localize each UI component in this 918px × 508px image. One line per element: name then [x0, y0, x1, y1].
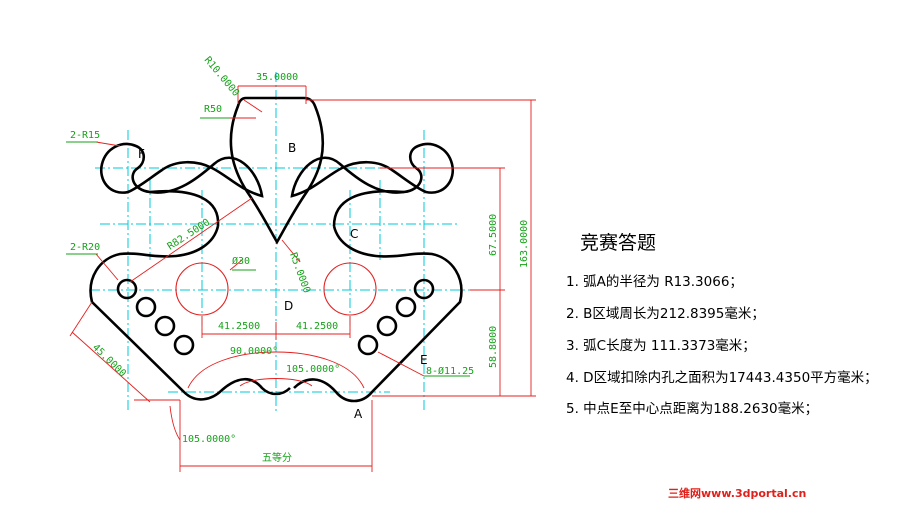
leader-lines [66, 117, 470, 377]
label-f: F [138, 147, 145, 161]
hole-left-3 [154, 315, 176, 337]
dim-phi30: Ø30 [232, 255, 250, 267]
dim-angle105-bottom: 105.0000° [182, 434, 236, 445]
questions-panel: 竞赛答题 1. 弧A的半径为 R13.3066； 2. B区域周长为212.83… [566, 232, 878, 417]
dim-holes: 8-Ø11.25 [426, 365, 474, 377]
dim-r50: R50 [204, 104, 222, 115]
dim-2-r20: 2-R20 [70, 242, 100, 253]
dim-angle90: 90.0000° [230, 346, 278, 357]
hole-right-1 [413, 278, 435, 300]
dimension-texts: 35.0000 R10.0000 R50 2-R15 2-R20 R82.500… [70, 55, 530, 464]
center-lines [90, 72, 470, 412]
left-wing-outline [99, 142, 264, 198]
right-wing-outline [290, 142, 455, 198]
questions-title: 竞赛答题 [580, 232, 656, 254]
phi30-circle-left [175, 262, 229, 316]
hole-left-2 [135, 296, 157, 318]
label-b: B [288, 141, 296, 155]
watermark: 三维网www.3dportal.cn [668, 486, 806, 500]
hole-right-3 [376, 315, 398, 337]
holes [116, 262, 435, 356]
dim-angle105-top: 105.0000° [286, 364, 340, 375]
left-inner-curve [149, 189, 220, 227]
question-item-1: 1. 弧A的半径为 R13.3066； [566, 274, 743, 290]
dim-r5: R5.0000 [287, 251, 312, 294]
dim-w41-left: 41.2500 [218, 321, 260, 332]
region-b-outline [229, 96, 325, 245]
label-a: A [354, 407, 363, 421]
label-e: E [420, 353, 428, 367]
dim-five-equal: 五等分 [262, 451, 292, 464]
dim-w41-right: 41.2500 [296, 321, 338, 332]
dim-r-top-corner: R10.0000 [202, 55, 241, 99]
phi30-circle-right [323, 262, 377, 316]
question-item-4: 4. D区域扣除内孔之面积为17443.4350平方毫米； [566, 369, 878, 386]
dim-2-r15: 2-R15 [70, 130, 100, 141]
dim-r82: R82.5000 [166, 217, 212, 252]
label-c: C [350, 227, 358, 241]
right-lobe-outline [293, 225, 463, 403]
region-labels: A B C D E F [138, 141, 428, 421]
right-inner-curve [332, 189, 405, 227]
hole-left-4 [173, 334, 195, 356]
part-outline [89, 96, 463, 403]
hole-right-2 [395, 296, 417, 318]
dim-h163: 163.0000 [519, 220, 530, 268]
dim-top-width: 35.0000 [256, 72, 298, 83]
label-d: D [284, 299, 293, 313]
dimension-lines [69, 85, 536, 472]
dim-h67: 67.5000 [488, 214, 499, 256]
question-item-5: 5. 中点E至中心点距离为188.2630毫米； [566, 400, 818, 417]
hole-right-4 [357, 334, 379, 356]
question-item-3: 3. 弧C长度为 111.3373毫米； [566, 337, 756, 354]
dim-h58: 58.8000 [488, 326, 499, 368]
hole-left-1 [116, 278, 138, 300]
dim-len45: 45.0000 [90, 342, 128, 379]
question-item-2: 2. B区域周长为212.8395毫米； [566, 305, 765, 322]
